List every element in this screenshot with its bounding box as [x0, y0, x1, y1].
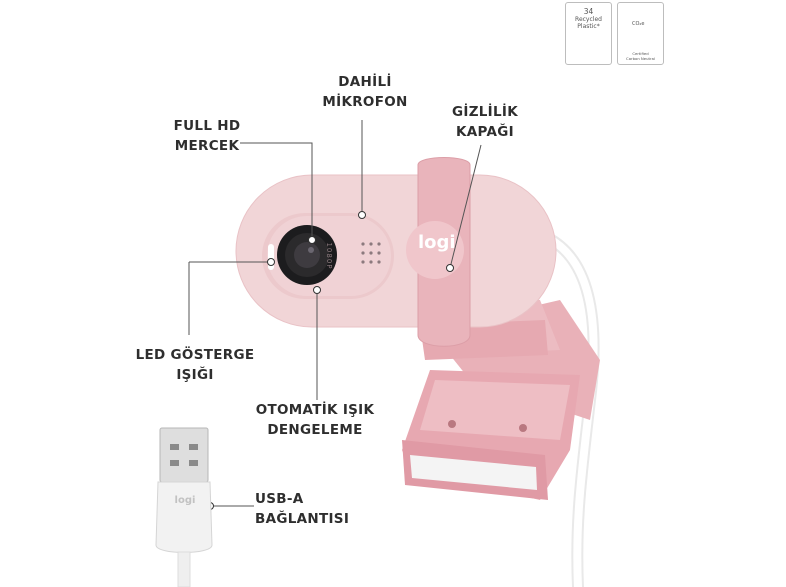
- resolution-mark: 1080P: [325, 242, 333, 270]
- carbon-neutral-badge: CO₂e Certified Carbon Neutral: [617, 2, 664, 65]
- led-indicator: [268, 244, 274, 270]
- brand-logo: logi: [418, 232, 456, 253]
- lens-glass: [294, 242, 320, 268]
- mic-grille: [361, 242, 381, 264]
- usb-logo: logi: [174, 495, 196, 506]
- callout-lines: [188, 120, 482, 507]
- mount-screw: [519, 424, 527, 432]
- usb-connector: [155, 427, 213, 587]
- mount-screw: [448, 420, 456, 428]
- recycled-plastic-badge: 34 Recycled Plastic*: [565, 2, 612, 65]
